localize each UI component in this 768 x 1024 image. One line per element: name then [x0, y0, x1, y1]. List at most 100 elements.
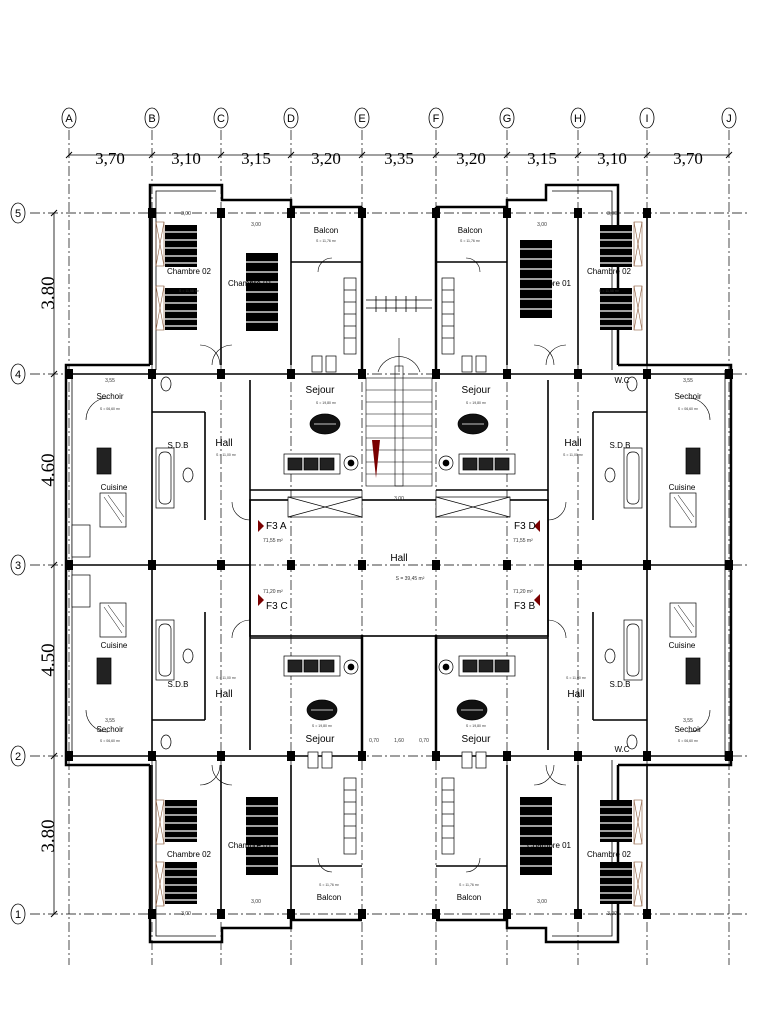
table-icon: [306, 699, 338, 721]
row-marker-3: 3: [10, 554, 26, 576]
svg-text:S = 11,76 m²: S = 11,76 m²: [460, 239, 481, 243]
label-cuisine-tr: Cuisine: [669, 483, 696, 492]
svg-text:3,55: 3,55: [683, 378, 693, 384]
row-markers: 5 4 3 2 1: [10, 202, 26, 925]
label-chambre-01-tr: Chambre 01: [527, 279, 572, 288]
label-sejour-bl: Sejour: [306, 734, 336, 745]
label-sejour-br: Sejour: [462, 734, 492, 745]
dim-4-3: 4.60: [38, 453, 59, 486]
svg-text:S = 19,80 m²: S = 19,80 m²: [466, 401, 487, 405]
dining-table-icon: [99, 602, 127, 638]
label-chambre-02-tr: Chambre 02: [587, 267, 632, 276]
label-chambre-01-bl: Chambre 01: [228, 841, 273, 850]
svg-text:3,00: 3,00: [537, 899, 547, 905]
dim-e-f: 3,35: [384, 149, 414, 168]
label-balcon-br: Balcon: [457, 893, 481, 902]
minor-dimensions: 3,00 3,00 3,00 3,00 3,00 3,55 3,55 3,55 …: [105, 211, 693, 917]
svg-text:E: E: [358, 113, 365, 125]
label-sdb-tr: S.D.B: [610, 441, 631, 450]
plant-icon: [438, 455, 454, 471]
svg-text:S = 11,76 m²: S = 11,76 m²: [459, 883, 480, 887]
label-sdb-br: S.D.B: [610, 680, 631, 689]
apartment-b-name: F3 B: [514, 601, 535, 612]
label-chambre-02-bl: Chambre 02: [167, 850, 212, 859]
svg-text:S = 11,58 m²: S = 11,58 m²: [179, 289, 200, 293]
svg-text:S = 11,00 m²: S = 11,00 m²: [216, 676, 237, 680]
bathtub-icon: [155, 447, 175, 509]
svg-text:S = 06,60 m²: S = 06,60 m²: [100, 407, 121, 411]
sofa-icon: [283, 453, 341, 475]
armchair-icon: [311, 355, 337, 373]
svg-text:S = 11,00 m²: S = 11,00 m²: [216, 453, 237, 457]
armchair-icon: [461, 751, 487, 769]
row-marker-2: 2: [10, 745, 26, 767]
shelf-icon: [343, 277, 455, 855]
table-icon: [457, 413, 489, 435]
apartment-a-name: F3 A: [266, 521, 287, 532]
svg-text:S = 06,60 m²: S = 06,60 m²: [100, 739, 121, 743]
svg-text:3,55: 3,55: [683, 718, 693, 724]
svg-text:3,00: 3,00: [181, 911, 191, 917]
svg-text:S = 11,00 m²: S = 11,00 m²: [566, 676, 587, 680]
sofa-icon: [458, 655, 516, 677]
svg-text:S = 19,80 m²: S = 19,80 m²: [316, 401, 337, 405]
label-chambre-01-tl: Chambre 01: [228, 279, 273, 288]
svg-text:S = 19,80 m²: S = 19,80 m²: [466, 724, 487, 728]
svg-text:0,70: 0,70: [419, 738, 429, 744]
svg-text:B: B: [148, 113, 155, 125]
dim-2-1: 3.80: [38, 819, 59, 852]
svg-text:1: 1: [15, 909, 21, 921]
room-labels: Chambre 02 S = 11,58 m² Chambre 01 Balco…: [96, 226, 701, 902]
dim-i-j: 3,70: [673, 149, 703, 168]
svg-text:0,70: 0,70: [369, 738, 379, 744]
plant-icon: [343, 659, 359, 675]
svg-text:D: D: [287, 113, 295, 125]
dim-f-g: 3,20: [456, 149, 486, 168]
label-sdb-bl: S.D.B: [168, 680, 189, 689]
svg-text:3,00: 3,00: [607, 911, 617, 917]
svg-text:3: 3: [15, 560, 21, 572]
table-icon: [309, 413, 341, 435]
table-icon: [456, 699, 488, 721]
dining-table-icon: [669, 602, 697, 638]
label-sejour-tl: Sejour: [306, 385, 336, 396]
svg-text:3,00: 3,00: [251, 222, 261, 228]
stove-icon: [96, 447, 701, 685]
label-sechoir-tr: Sechoir: [674, 392, 701, 401]
column-marker-a: A: [61, 107, 77, 129]
bathtub-icon: [623, 447, 643, 509]
door-swings: [85, 257, 711, 873]
armchair-icon: [307, 751, 333, 769]
staircase: [365, 296, 433, 487]
column-marker-b: B: [144, 107, 160, 129]
bed-icon: [165, 225, 197, 267]
left-dimension-line: 3.80 4.60 4.50 3.80: [38, 209, 59, 918]
dim-3-2: 4.50: [38, 643, 59, 676]
apartment-labels: F3 A 71,55 m² F3 D 71,55 m² 71,20 m² F3 …: [263, 521, 536, 612]
column-marker-j: J: [721, 107, 737, 129]
counter-icon: [71, 524, 91, 608]
label-balcon-tl: Balcon: [314, 226, 338, 235]
svg-text:F: F: [433, 113, 440, 125]
column-marker-h: H: [570, 107, 586, 129]
sofa-icon: [458, 453, 516, 475]
svg-text:A: A: [65, 113, 73, 125]
label-cuisine-bl: Cuisine: [101, 641, 128, 650]
central-hall-label: Hall: [390, 553, 407, 564]
bed-icon: [520, 240, 552, 318]
label-sejour-tr: Sejour: [462, 385, 492, 396]
bed-icon: [520, 797, 552, 875]
column-marker-i: I: [639, 107, 655, 129]
bedroom-furniture: [155, 221, 643, 907]
label-hall-br: Hall: [567, 689, 584, 700]
dim-b-c: 3,10: [171, 149, 201, 168]
svg-text:S = 06,60 m²: S = 06,60 m²: [678, 407, 699, 411]
column-marker-f: F: [428, 107, 444, 129]
plant-icon: [343, 455, 359, 471]
dim-5-4: 3.80: [38, 276, 59, 309]
svg-text:H: H: [574, 113, 582, 125]
label-chambre-02-tl: Chambre 02: [167, 267, 212, 276]
svg-text:J: J: [726, 113, 732, 125]
label-sechoir-bl: Sechoir: [96, 725, 123, 734]
